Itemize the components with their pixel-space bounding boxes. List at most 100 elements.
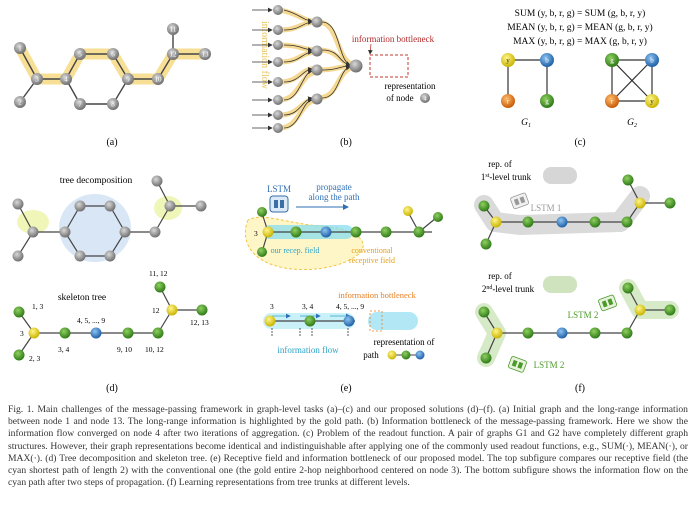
rep-path-label-1: representation of [374, 337, 435, 347]
svg-text:13: 13 [202, 51, 210, 59]
flow-node [343, 315, 355, 327]
g2-label: G2 [627, 118, 637, 129]
graph-node [27, 226, 39, 238]
along-path-label: along the path [309, 192, 360, 202]
bottleneck-label: information bottleneck [352, 34, 435, 44]
graph-node [107, 48, 119, 60]
skeleton-node [122, 327, 134, 339]
node-b [645, 53, 659, 67]
information-flow-label: information flow [259, 21, 270, 90]
svg-text:12: 12 [170, 51, 178, 59]
svg-text:y: y [506, 57, 510, 65]
caption-text: Main challenges of the message-passing f… [8, 404, 688, 489]
skeleton-node [166, 304, 178, 316]
caption-fig-number: Fig. 1. [8, 404, 34, 415]
skeleton-node [59, 327, 71, 339]
graph-node [152, 73, 164, 85]
svg-text:11, 12: 11, 12 [149, 269, 168, 278]
graph-node [273, 110, 283, 120]
graph-node [195, 200, 207, 212]
graph-node [311, 45, 323, 57]
skeleton-node [13, 349, 25, 361]
graph-node [12, 250, 24, 262]
graph-node [273, 40, 283, 50]
svg-text:3, 4: 3, 4 [58, 345, 70, 354]
panel-c: SUM (y, b, r, g) = SUM (g, b, r, y) MEAN… [501, 8, 659, 148]
path-node [290, 226, 302, 238]
lstm-icon [269, 195, 289, 213]
bottleneck-e-label: information bottleneck [338, 290, 416, 300]
graph-node [74, 98, 86, 110]
representation-label: representation [385, 81, 436, 91]
svg-text:12: 12 [152, 306, 160, 315]
path-node [257, 247, 267, 257]
lstm-label: LSTM [267, 184, 291, 194]
skeleton-node [152, 327, 164, 339]
lstm1-label: LSTM 1 [531, 203, 562, 213]
graph-node [31, 73, 43, 85]
panel-a-label: (a) [106, 137, 117, 148]
tree-decomposition-title: tree decomposition [60, 176, 133, 186]
lstm1-icon [510, 192, 529, 210]
svg-text:g: g [610, 57, 614, 65]
svg-text:3: 3 [20, 329, 24, 338]
svg-text:1, 3: 1, 3 [32, 302, 44, 311]
receptive-field-label: receptive field [349, 256, 395, 265]
path-node [433, 212, 443, 222]
panel-a: 1 2 3 4 5 6 9 8 7 10 12 11 13 (a) [14, 23, 211, 148]
svg-text:6: 6 [111, 51, 115, 59]
svg-text:b: b [545, 57, 549, 65]
svg-text:2, 3: 2, 3 [29, 354, 41, 363]
graph-node [164, 200, 176, 212]
lstm2-icon [598, 294, 617, 312]
rep-1st-block [543, 167, 577, 184]
graph-node [122, 73, 134, 85]
bottleneck-box [369, 54, 409, 78]
graph-node [273, 57, 283, 67]
rep-path-label-2: path [363, 350, 379, 360]
path-node [380, 226, 392, 238]
graph-node [311, 93, 323, 105]
panel-d: tree decomposition skeleton tree [12, 175, 209, 394]
node-y [645, 94, 659, 108]
svg-text:3: 3 [254, 229, 258, 238]
graph-node [273, 77, 283, 87]
information-flow-e-label: information flow [277, 345, 339, 355]
bag-hexagon [59, 194, 131, 262]
our-recep-label: our recep. field [271, 246, 320, 255]
graph-node [349, 59, 363, 73]
panel-b: information flow [252, 5, 436, 148]
eq-max: MAX (y, b, r, g) = MAX (g, b, r, y) [513, 36, 647, 47]
svg-text:r: r [507, 98, 510, 106]
flow-node [264, 315, 276, 327]
svg-text:3: 3 [35, 76, 39, 84]
graph-node [273, 5, 283, 15]
svg-text:b: b [650, 57, 654, 65]
skeleton-node [196, 304, 208, 316]
graph-node [14, 42, 26, 54]
svg-text:4: 4 [64, 76, 68, 84]
svg-text:2nd-level trunk: 2nd-level trunk [482, 284, 535, 294]
svg-text:11: 11 [170, 26, 177, 34]
svg-text:y: y [650, 98, 654, 106]
skeleton-node [90, 327, 102, 339]
graph-node [107, 98, 119, 110]
path-node [257, 207, 267, 217]
svg-text:3, 4: 3, 4 [302, 302, 314, 311]
panel-d-label: (d) [106, 383, 118, 394]
svg-text:rep. of: rep. of [488, 159, 512, 169]
graph-node [119, 226, 131, 238]
path-node [413, 226, 425, 238]
conventional-label: conventional [351, 246, 393, 255]
panel-c-label: (c) [574, 137, 585, 148]
svg-text:9, 10: 9, 10 [117, 345, 132, 354]
node-r [501, 94, 515, 108]
node-y [501, 53, 515, 67]
node-b [540, 53, 554, 67]
graph-node [14, 96, 26, 108]
path-node [403, 206, 413, 216]
node-g [540, 94, 554, 108]
lstm2-icon [508, 356, 527, 373]
graph-node [311, 16, 323, 28]
graph-node [74, 200, 86, 212]
